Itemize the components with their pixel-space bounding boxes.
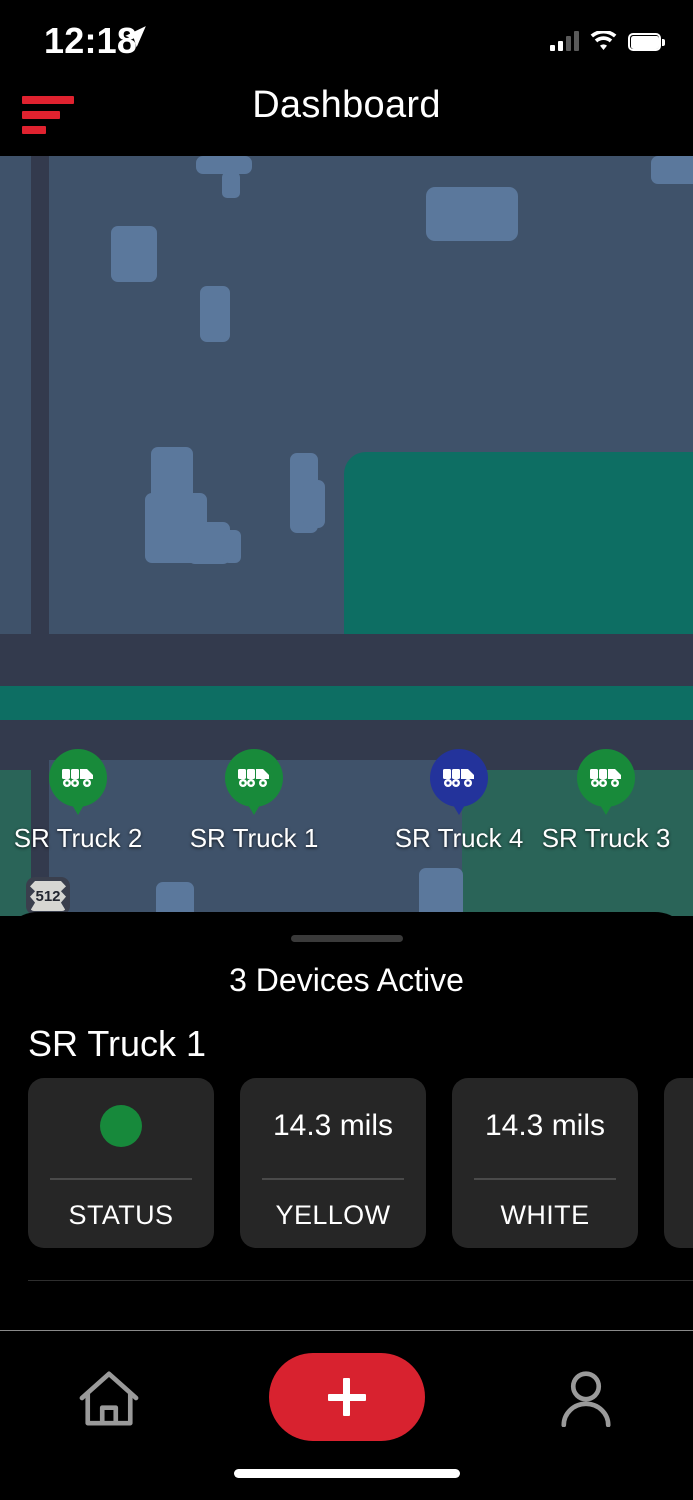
status-bar: 12:18 bbox=[0, 0, 693, 72]
map-building bbox=[196, 156, 252, 174]
map-marker-sr-truck-3[interactable]: SR Truck 3 bbox=[542, 749, 670, 853]
stat-card-label: WHITE bbox=[500, 1200, 590, 1230]
location-arrow-icon bbox=[125, 26, 146, 48]
status-bar-time: 12:18 bbox=[44, 20, 138, 61]
status-indicator bbox=[28, 1078, 214, 1174]
devices-active-count: 3 Devices Active bbox=[229, 962, 464, 998]
map-marker-sr-truck-2[interactable]: SR Truck 2 bbox=[14, 749, 142, 853]
map-pin bbox=[49, 749, 107, 807]
map-building bbox=[200, 286, 230, 342]
truck-icon bbox=[62, 769, 93, 787]
menu-bar-2 bbox=[22, 111, 60, 119]
map-building bbox=[223, 530, 241, 563]
stat-card-label: YELLOW bbox=[275, 1200, 391, 1230]
wifi-icon bbox=[590, 31, 617, 51]
map-marker-sr-truck-4[interactable]: SR Truck 4 bbox=[395, 749, 523, 853]
stat-cards-row[interactable]: STATUS 14.3 mils YELLOW 14.3 mils WHITE bbox=[28, 1078, 693, 1248]
stat-card-value: 14.3 mils bbox=[484, 1109, 606, 1142]
sheet-bottom-divider bbox=[28, 1280, 693, 1281]
selected-device-name: SR Truck 1 bbox=[28, 1023, 207, 1064]
home-indicator[interactable] bbox=[233, 1469, 460, 1478]
map-road-horizontal bbox=[0, 634, 693, 686]
home-icon[interactable] bbox=[78, 1369, 140, 1427]
highway-shield-number: 512 bbox=[30, 881, 66, 911]
map-marker-sr-truck-1[interactable]: SR Truck 1 bbox=[190, 749, 318, 853]
map-building bbox=[303, 480, 325, 528]
map-pin bbox=[430, 749, 488, 807]
map-building bbox=[419, 868, 463, 916]
map-pin bbox=[577, 749, 635, 807]
stat-card-status[interactable]: STATUS bbox=[28, 1078, 214, 1248]
highway-shield-marker[interactable]: 512 bbox=[26, 877, 70, 915]
stat-card-white[interactable]: 14.3 mils WHITE bbox=[452, 1078, 638, 1248]
truck-icon bbox=[590, 769, 621, 787]
stat-card-value: 14.3 mils bbox=[272, 1109, 394, 1142]
card-divider bbox=[262, 1178, 404, 1180]
battery-full-icon bbox=[628, 33, 665, 51]
bottom-sheet[interactable]: 3 Devices Active SR Truck 1 STATUS 14.3 … bbox=[0, 912, 693, 1328]
sheet-drag-handle[interactable] bbox=[290, 935, 403, 942]
map-marker-label: SR Truck 2 bbox=[13, 823, 143, 853]
plus-icon-vertical bbox=[343, 1378, 350, 1416]
map-marker-label: SR Truck 1 bbox=[189, 823, 319, 853]
person-icon[interactable] bbox=[557, 1369, 615, 1427]
cellular-signal-icon bbox=[550, 31, 579, 51]
status-bar-indicators bbox=[550, 23, 665, 51]
map-building bbox=[222, 172, 240, 198]
map-building bbox=[111, 226, 157, 282]
menu-bar-1 bbox=[22, 96, 74, 104]
navigation-header: Dashboard bbox=[0, 72, 693, 156]
map-pin bbox=[225, 749, 283, 807]
stat-card-next-partial[interactable] bbox=[664, 1078, 693, 1248]
truck-icon bbox=[238, 769, 269, 787]
card-divider bbox=[50, 1178, 192, 1180]
bottom-tab-bar bbox=[0, 1330, 693, 1500]
menu-bar-3 bbox=[22, 126, 46, 134]
map-building bbox=[651, 156, 693, 184]
add-button[interactable] bbox=[268, 1353, 425, 1441]
card-divider bbox=[474, 1178, 616, 1180]
hamburger-menu-icon[interactable] bbox=[22, 96, 80, 136]
map-building bbox=[156, 882, 194, 916]
page-title: Dashboard bbox=[252, 84, 441, 126]
stat-card-yellow[interactable]: 14.3 mils YELLOW bbox=[240, 1078, 426, 1248]
truck-icon bbox=[443, 769, 474, 787]
map-marker-label: SR Truck 3 bbox=[541, 823, 671, 853]
map-view[interactable]: 512 SR Truck 2 bbox=[0, 156, 693, 916]
stat-card-label: STATUS bbox=[68, 1200, 174, 1230]
map-building bbox=[426, 187, 518, 241]
status-dot-green bbox=[100, 1105, 142, 1147]
map-marker-label: SR Truck 4 bbox=[394, 823, 524, 853]
